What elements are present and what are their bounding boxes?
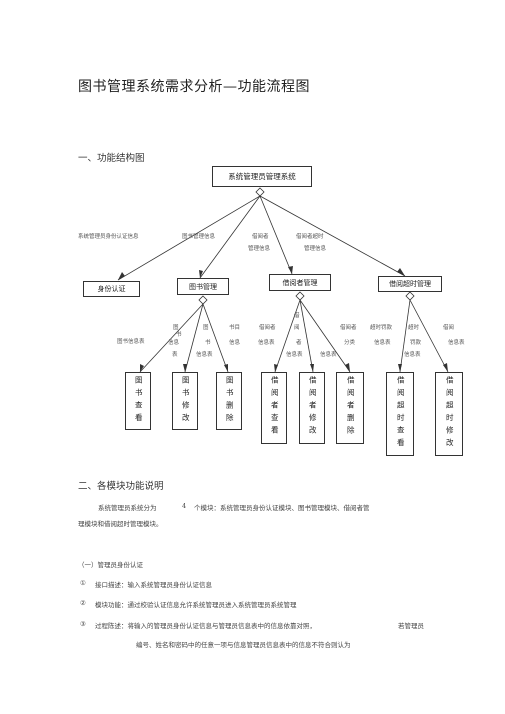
sublabel-book-info-table: 图书信息表 (117, 339, 145, 345)
label-book-info: 图书管理信息 (182, 234, 216, 240)
sublabel-g1-a: 图 (173, 325, 179, 331)
item-2-number: ② (80, 599, 86, 607)
label-borrower: 借阅者 (252, 234, 269, 240)
section-heading-structure: 一、功能结构图 (78, 153, 145, 164)
label-borrower-mgmt-info: 管理信息 (248, 246, 271, 252)
leaf-book-edit: 图书修改 (172, 372, 198, 430)
module-book: 图书管理 (177, 278, 229, 295)
sublabel-g1-b: 书 (176, 332, 182, 338)
para1-line2: 理模块和借阅超时管理模块。 (78, 520, 163, 528)
sublabel-g2-c: 信息表 (196, 352, 213, 358)
sublabel-g2-b: 书 (205, 340, 211, 346)
para1-number: 4 (182, 502, 187, 510)
para1-rest: 个模块：系统管理员身份认证模块、图书管理模块、借阅者管 (194, 504, 370, 512)
para1-start: 系统管理员系统分为 (98, 504, 157, 512)
leaf-text: 借阅者删除 (346, 376, 356, 439)
sublabel-g8-b: 罚款 (410, 340, 422, 346)
sublabel-g7-b: 信息表 (374, 340, 391, 346)
sublabel-g4-a: 借阅者 (259, 325, 276, 331)
label-overdue-mgmt-info: 管理信息 (304, 246, 327, 252)
leaf-text: 图书查看 (134, 376, 144, 426)
leaf-text: 借阅者查看 (270, 376, 280, 439)
leaf-borrower-delete: 借阅者删除 (336, 372, 364, 444)
leaf-overdue-edit: 借阅超时修改 (435, 372, 463, 456)
leaf-text: 借阅者修改 (308, 376, 318, 439)
sublabel-g3-b: 信息 (229, 340, 241, 346)
item-2-text: 模块功能：通过校验认证信息允许系统管理员进入系统管理员系统管理 (95, 601, 297, 609)
module-borrower: 借阅者管理 (269, 274, 331, 291)
sublabel-g4-b: 信息表 (258, 340, 275, 346)
sublabel-g5-a: 阅 (294, 325, 300, 331)
module-overdue: 借阅超时管理 (378, 276, 442, 292)
leaf-book-view: 图书查看 (125, 372, 151, 430)
leaf-text: 借阅超时查看 (396, 376, 406, 451)
section-heading-modules: 二、各模块功能说明 (78, 481, 164, 492)
sublabel-g9-a: 借阅 (443, 325, 455, 331)
label-overdue: 借阅者超时 (296, 234, 324, 240)
sublabel-g8-c: 信息表 (404, 352, 421, 358)
item-1-number: ① (80, 579, 86, 587)
sublabel-g1-d: 表 (172, 352, 178, 358)
item-1-text: 接口描述：输入系统管理员身份认证信息 (95, 581, 212, 589)
leaf-book-delete: 图书删除 (216, 372, 242, 430)
item-3-number: ③ (80, 620, 86, 628)
item-3-continuation: 编号、姓名和密码中的任意一项与信息管理员信息表中的信息不符合则认为 (136, 641, 351, 649)
sublabel-g5-b: 者 (296, 340, 302, 346)
sublabel-g9-b: 信息表 (448, 340, 465, 346)
subsection-auth: （一）管理员身份认证 (78, 561, 143, 569)
sublabel-g8-a: 超时 (408, 325, 420, 331)
sublabel-g6-a: 借阅者 (340, 325, 357, 331)
label-auth-info: 系统管理员身份认证信息 (78, 234, 139, 240)
root-box: 系统管理员管理系统 (212, 166, 312, 187)
leaf-text: 图书删除 (225, 376, 235, 426)
sublabel-g6-c: 信息表 (320, 352, 337, 358)
sublabel-g10: 借 (294, 313, 300, 319)
leaf-borrower-view: 借阅者查看 (261, 372, 287, 444)
leaf-text: 图书修改 (181, 376, 191, 426)
item-3-text: 过程陈述：将输入的管理员身份认证信息与管理员信息表中的信息依靠对照， (95, 622, 316, 630)
item-3-tail: 若管理员 (398, 622, 424, 630)
module-auth: 身份认证 (83, 281, 140, 297)
sublabel-g7-a: 超时罚款 (370, 325, 393, 331)
sublabel-g6-b: 分类 (344, 340, 356, 346)
sublabel-g3-a: 书目 (229, 325, 241, 331)
leaf-borrower-edit: 借阅者修改 (299, 372, 325, 444)
document-title: 图书管理系统需求分析—功能流程图 (78, 79, 310, 95)
leaf-overdue-view: 借阅超时查看 (386, 372, 414, 456)
leaf-text: 借阅超时修改 (445, 376, 455, 451)
sublabel-g1-c: 信息 (168, 340, 180, 346)
sublabel-g5-c: 信息表 (286, 352, 303, 358)
sublabel-g2-a: 图 (203, 325, 209, 331)
